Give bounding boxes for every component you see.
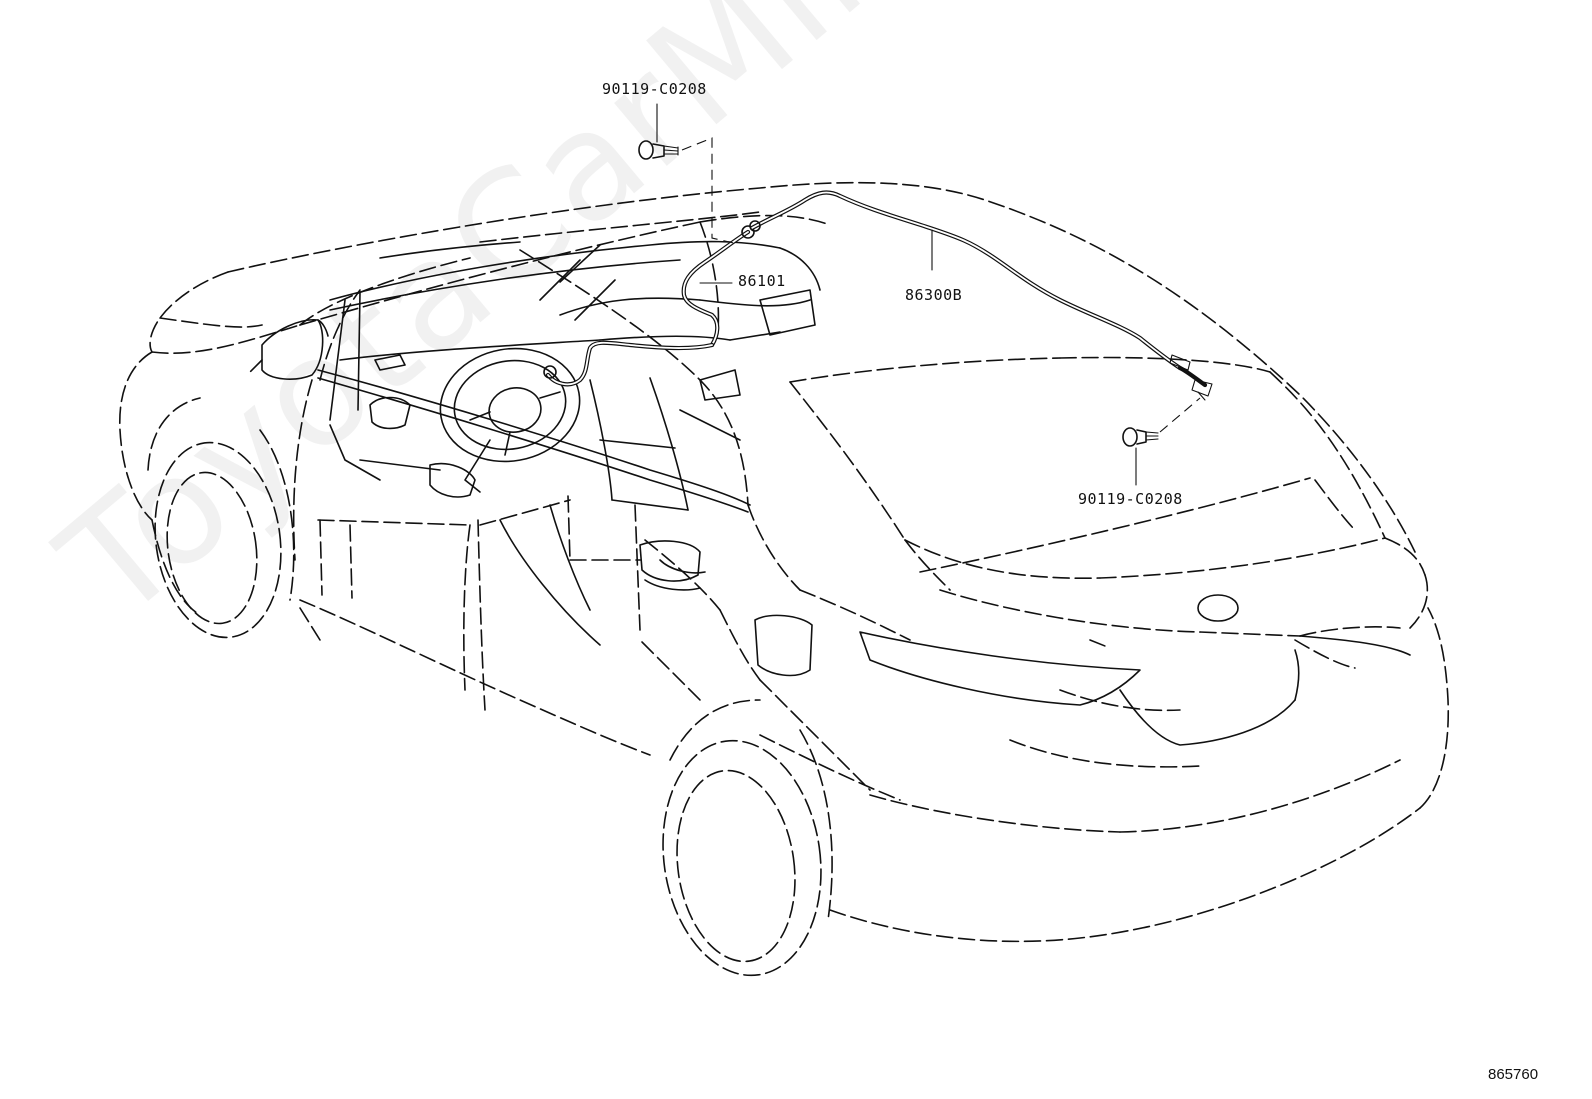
- front-wheel: [147, 397, 295, 639]
- rear-wheel: [662, 699, 833, 977]
- bolt-rear-icon: [1122, 427, 1159, 447]
- car-body-outline: [119, 181, 1450, 943]
- callout-antenna-cord[interactable]: 86300B: [905, 286, 963, 304]
- bolt-top-icon: [638, 140, 679, 160]
- antenna-cord-86300B: [749, 190, 1213, 401]
- antenna-cord-86101: [543, 225, 755, 387]
- leader-lines: [656, 103, 1201, 486]
- callout-bolt-top[interactable]: 90119-C0208: [602, 80, 707, 98]
- callout-antenna-cord-front[interactable]: 86101: [738, 272, 786, 290]
- interior: [261, 240, 1411, 746]
- callout-bolt-rear[interactable]: 90119-C0208: [1078, 490, 1183, 508]
- figure-number: 865760: [1488, 1066, 1539, 1083]
